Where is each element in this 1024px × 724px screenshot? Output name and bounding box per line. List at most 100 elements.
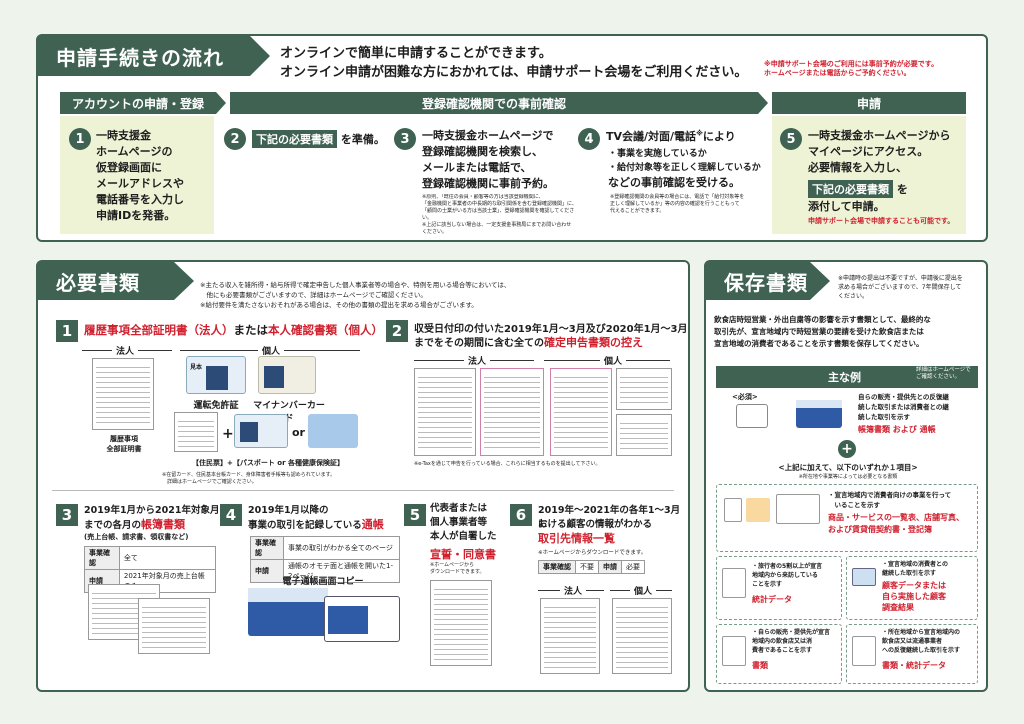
keep-item-2-chart-icon — [722, 568, 746, 598]
step5-text-c: 添付して申請。 — [808, 200, 885, 213]
d6-number: 6 — [510, 504, 532, 526]
d4-passbook-2-img — [328, 606, 368, 634]
d3-number: 3 — [56, 504, 78, 526]
d1-card-name: 見本 — [190, 364, 203, 371]
d1-mynumber-photo — [264, 366, 284, 388]
d4-number: 4 — [220, 504, 242, 526]
keep-item-1-shop-icon — [746, 498, 770, 522]
d4-table: 事業確認事業の取引がわかる全てのページ 申請通帳のオモテ面と通帳を開いた1-2ペ… — [249, 536, 400, 583]
d2-indiv-label: 個人 — [600, 354, 627, 367]
d6-note: ※ホームページからダウンロードできます。 — [538, 550, 647, 556]
d1-passport-photo — [240, 422, 258, 442]
keep-item-3-text: ・宣言地域の消費者との 継続した取引を示す — [882, 561, 948, 577]
d4-title-2: 事業の取引を記録している通帳 — [248, 518, 384, 531]
d5-title-1: 代表者または 個人事業者等 本人が自署した — [430, 503, 497, 542]
keep-plus: + — [838, 440, 856, 458]
keep-item-1-doc-icon — [724, 498, 742, 522]
step4-bullet1: ・事業を実施しているか — [608, 149, 707, 159]
keep-item-4-text: ・自らの販売・提供先が宣言 地域内の飲食店又は消 費者であることを示す — [752, 629, 831, 654]
d2-indiv-doc-1 — [550, 368, 612, 456]
d2-corp-label: 法人 — [464, 354, 491, 367]
d2-title-1: 収受日付印の付いた2019年1月～3月及び2020年1月～3月 — [414, 324, 688, 335]
d6-table: 事業確認不要申請必要 — [538, 560, 645, 574]
keep-title-arrow — [810, 262, 830, 300]
keep-required-red: 帳簿書類 および 通帳 — [858, 425, 936, 434]
keep-item-4-sheet-icon — [722, 636, 746, 666]
keep-required-text: 自らの販売・提供先との反復継 続した取引または消費者との継 続した取引を示す — [858, 393, 949, 421]
d6-corp-form — [540, 598, 600, 674]
d6-title-3: 取引先情報一覧 — [538, 532, 615, 545]
keep-item-4-red: 書類 — [752, 661, 768, 670]
d6-indiv-form — [612, 598, 672, 674]
d6-title-1: 2019年～2021年の各年1～3月に — [538, 505, 681, 530]
d6-title-2: おける顧客の情報がわかる — [538, 519, 653, 530]
flow-title: 申請手続きの流れ — [38, 36, 250, 76]
d1-license-label: 運転免許証 — [193, 401, 239, 411]
step4-text: などの事前確認を受ける。 — [608, 176, 740, 189]
step2-content: 下記の必要書類 を準備。 — [252, 130, 385, 148]
d4-title-1: 2019年1月以降の — [248, 505, 329, 516]
step5-box — [772, 116, 966, 234]
keep-note: ※申請時の提出は不要ですが、申請後に提出を 求める場合がございますので、7年間保… — [838, 275, 963, 300]
d5-form — [430, 580, 492, 666]
d2-indiv-doc-2 — [616, 368, 672, 410]
d1-corp-label: 法人 — [112, 344, 139, 357]
d1-indiv-label: 個人 — [258, 344, 285, 357]
keep-ledger-icon — [736, 404, 768, 428]
d1-title: 履歴事項全部証明書（法人）または本人確認書類（個人） — [84, 323, 383, 337]
d1-resident-label: 【住民票】+【パスポート or 各種健康保険証】 — [192, 459, 344, 467]
docs-panel: 必要書類 ※主たる収入を雑所得・給与所得で確定申告した個人事業者等の場合や、特例… — [36, 260, 690, 692]
phase-confirm: 登録確認機関での事前確認 — [230, 92, 758, 114]
keep-main-bar-note: 詳細はホームページで ご確認ください。 — [916, 367, 971, 380]
flow-title-arrow — [250, 36, 270, 76]
docs-notes: ※主たる収入を雑所得・給与所得で確定申告した個人事業者等の場合や、特例を用いる場… — [200, 281, 511, 309]
d5-number: 5 — [404, 504, 426, 526]
d3-title-2: までの各月の帳簿書類 — [84, 518, 186, 531]
flow-intro-1: オンラインで簡単に申請することができます。 — [280, 46, 552, 61]
d1-or: or — [292, 426, 305, 439]
keep-panel: 保存書類 ※申請時の提出は不要ですが、申請後に提出を 求める場合がございますので… — [704, 260, 988, 692]
step3-number: 3 — [394, 128, 416, 150]
keep-item-3 — [846, 556, 978, 620]
step5-text: 一時支援金ホームページから マイページにアクセス。 必要情報を入力し、 — [808, 129, 951, 174]
keep-or-note: ※所在地や事業等によっては必要となる書類 — [798, 474, 898, 480]
d3-title-4: (売上台帳、請求書、領収書など) — [84, 533, 189, 541]
d6-indiv-label: 個人 — [630, 584, 657, 597]
keep-item-4 — [716, 624, 842, 684]
step4-number: 4 — [578, 128, 600, 150]
keep-item-1-red: 商品・サービスの一覧表、店舗写真、 および賃貸借契約書・登記簿 — [828, 513, 964, 534]
flow-intro-2: オンライン申請が困難な方におかれては、申請サポート会場をご利用ください。 — [280, 65, 748, 80]
d4-caption: 電子通帳画面コピー — [282, 577, 364, 587]
d1-plus: + — [222, 426, 234, 442]
keep-item-3-red: 顧客データまたは 自ら実施した顧客 調査結果 — [882, 581, 946, 612]
keep-or-line: <上記に加えて、以下のいずれか１項目> — [778, 463, 918, 472]
d2-note: ※e-Taxを通じて申告を行っている場合、これらに相当するものを提出して下さい。 — [414, 461, 601, 467]
d6-corp-label: 法人 — [560, 584, 587, 597]
keep-item-2-red: 統計データ — [752, 595, 792, 604]
step3-text: 一時支援金ホームページで 登録確認機関を検索し、 メールまたは電話で、 登録確認… — [422, 129, 554, 190]
d1-resident-card — [174, 412, 218, 452]
phase-apply: 申請 — [772, 92, 966, 114]
d2-corp-doc-2 — [480, 368, 544, 456]
step4-bullet2: ・給付対象等を正しく理解しているか — [608, 163, 761, 173]
keep-title: 保存書類 — [706, 262, 810, 300]
step5-red: 申請サポート会場で申請することも可能です。 — [808, 217, 955, 225]
d2-corp-doc-1 — [414, 368, 476, 456]
d2-number: 2 — [386, 320, 408, 342]
d3-title-1: 2019年1月から2021年対象月 — [84, 505, 220, 516]
d1-corp-caption: 履歴事項 全部証明書 — [106, 435, 142, 453]
keep-passbook-stripe — [796, 400, 842, 408]
step5-number: 5 — [780, 128, 802, 150]
phase-account: アカウントの申請・登録 — [60, 92, 216, 114]
keep-item-2 — [716, 556, 842, 620]
d2-title-2: までをその期間に含む全ての確定申告書類の控え — [414, 336, 643, 349]
keep-item-5 — [846, 624, 978, 684]
d2-indiv-doc-3 — [616, 414, 672, 456]
d5-note: ※ホームページから ダウンロードできます。 — [430, 562, 485, 575]
step2-tag: 下記の必要書類 — [252, 130, 337, 148]
keep-item-2-text: ・旅行者の5割以上が宣言 地域内から来訪している ことを示す — [752, 563, 823, 588]
d1-mynumber-label: マイナンバーカード — [253, 401, 325, 424]
d5-title-2: 宣誓・同意書 — [430, 548, 496, 561]
step1-text: 一時支援金 ホームページの 仮登録画面に メールアドレスや 電話番号を入力し 申… — [96, 129, 184, 222]
d1-passport — [234, 414, 288, 448]
